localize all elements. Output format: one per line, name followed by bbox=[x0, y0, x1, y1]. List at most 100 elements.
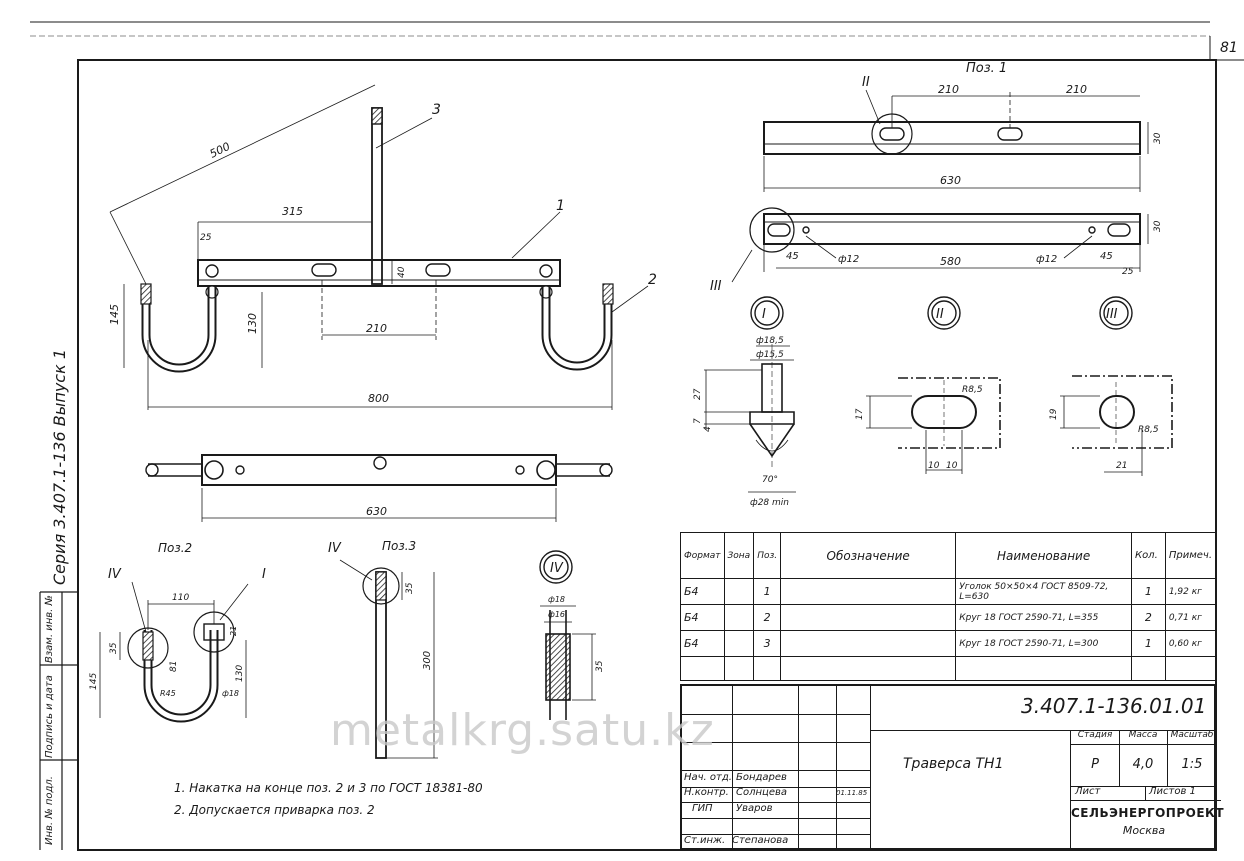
poz2-view bbox=[99, 581, 249, 723]
detIV-dim-18: ф18 bbox=[548, 595, 565, 604]
detII-r85: R8,5 bbox=[962, 385, 983, 395]
spec-header-note: Примеч. bbox=[1164, 532, 1217, 579]
sheet-frame bbox=[30, 21, 1244, 851]
mass-value: 4,0 bbox=[1119, 744, 1168, 787]
dim-40: 40 bbox=[397, 266, 407, 278]
poz1-dim-45a: 45 bbox=[786, 251, 799, 262]
row-pos: 3 bbox=[753, 630, 782, 657]
row-format: Б4 bbox=[680, 578, 725, 605]
row-pos: 1 bbox=[753, 578, 782, 605]
detII-dim-17: 17 bbox=[855, 408, 865, 420]
dim-130: 130 bbox=[246, 313, 259, 334]
side-stamp-2: Подпись и дата bbox=[44, 675, 55, 758]
row-name: Круг 18 ГОСТ 2590-71, L=355 bbox=[955, 604, 1132, 631]
side-stamp-3: Взам. инв. № bbox=[44, 595, 55, 663]
poz3-view bbox=[339, 559, 438, 759]
series-label: Серия 3.407.1-136 Выпуск 1 bbox=[50, 348, 69, 585]
page-number: 81 bbox=[1220, 40, 1238, 56]
detIV-dim-35: 35 bbox=[595, 660, 605, 672]
role: Н.контр. bbox=[684, 787, 729, 798]
row-qty: 2 bbox=[1130, 604, 1166, 631]
detail-IV bbox=[540, 605, 596, 720]
detI-dim-155: ф15,5 bbox=[756, 350, 784, 360]
poz1-dim-12b: ф12 bbox=[1036, 254, 1057, 265]
poz2-dim-110: 110 bbox=[172, 593, 189, 603]
table-row: Б4 1 Уголок 50×50×4 ГОСТ 8509-72, L=630 … bbox=[680, 578, 1217, 605]
spec-header-format: Формат bbox=[680, 532, 725, 579]
dim-500: 500 bbox=[208, 140, 233, 161]
table-row: ГИП Уваров bbox=[682, 802, 870, 819]
title-block: 3.407.1-136.01.01 Траверса ТН1 Стадия Ма… bbox=[680, 684, 1224, 850]
poz2-roman-IV: IV bbox=[108, 567, 122, 582]
roman-IV: IV bbox=[550, 561, 564, 576]
watermark: metalkrg.satu.kz bbox=[330, 705, 715, 756]
poz2-dim-81: 81 bbox=[169, 661, 179, 672]
spec-header-designation: Обозначение bbox=[780, 532, 957, 579]
spec-header-zone: Зона bbox=[723, 532, 755, 579]
person: Уваров bbox=[736, 803, 773, 814]
side-stamp-1: Инв. № подл. bbox=[44, 776, 55, 845]
scale-label: Масштаб bbox=[1167, 730, 1217, 745]
table-row: Ст.инж. Степанова bbox=[682, 834, 870, 850]
specification-table: Формат Зона Поз. Обозначение Наименовани… bbox=[680, 532, 1217, 681]
detail-II bbox=[866, 377, 1001, 474]
callout-1: 1 bbox=[556, 198, 565, 214]
spec-header-name: Наименование bbox=[955, 532, 1132, 579]
drawing-labels: 81 500 315 25 40 145 130 210 800 630 3 1… bbox=[89, 40, 1238, 817]
callout-3: 3 bbox=[432, 102, 441, 118]
row-pos: 2 bbox=[753, 604, 782, 631]
poz1-dim-210b: 210 bbox=[1066, 83, 1087, 96]
dim-800: 800 bbox=[368, 392, 389, 405]
detIV-dim-16: ф16 bbox=[548, 610, 565, 619]
row-format: Б4 bbox=[680, 630, 725, 657]
assembly-front-view bbox=[109, 84, 649, 410]
row-note: 0,60 кг bbox=[1164, 630, 1217, 657]
angle-bar bbox=[197, 259, 561, 287]
role: ГИП bbox=[692, 803, 713, 814]
row-qty: 1 bbox=[1130, 630, 1166, 657]
poz1-dim-210a: 210 bbox=[938, 83, 959, 96]
signature-grid: Нач. отд. Бондарев Н.контр. Солнцева 01.… bbox=[682, 770, 870, 850]
poz1-dim-45b: 45 bbox=[1100, 251, 1113, 262]
poz1-dim-630: 630 bbox=[940, 174, 961, 187]
dim-145: 145 bbox=[108, 304, 121, 325]
poz2-dim-35: 35 bbox=[109, 642, 119, 654]
poz1-dim-30b: 30 bbox=[1153, 220, 1163, 232]
row-name: Круг 18 ГОСТ 2590-71, L=300 bbox=[955, 630, 1132, 657]
dim-630: 630 bbox=[366, 505, 387, 518]
table-row bbox=[682, 818, 870, 835]
slot-hole bbox=[311, 263, 337, 277]
scale-value: 1:5 bbox=[1167, 744, 1217, 787]
detII-dim-10a: 10 bbox=[928, 461, 940, 471]
sheet-label: Лист bbox=[1071, 786, 1146, 801]
detII-dim-10b: 10 bbox=[946, 461, 958, 471]
detI-dim-185: ф18,5 bbox=[756, 336, 784, 346]
stage-value: Р bbox=[1071, 744, 1120, 787]
roman-III-callout: III bbox=[710, 279, 722, 294]
row-designation bbox=[780, 630, 957, 657]
poz2-dim-130: 130 bbox=[235, 665, 245, 682]
poz3-title: Поз.3 bbox=[382, 539, 416, 553]
dim-315: 315 bbox=[282, 205, 303, 218]
detail-markers bbox=[539, 296, 1133, 584]
table-row: Б4 2 Круг 18 ГОСТ 2590-71, L=355 2 0,71 … bbox=[680, 604, 1217, 631]
detIII-dim-19: 19 bbox=[1049, 408, 1059, 420]
detIII-r85: R8,5 bbox=[1138, 425, 1159, 435]
detIII-dim-21: 21 bbox=[1116, 461, 1127, 471]
poz3-dim-35: 35 bbox=[405, 582, 415, 594]
poz1-dim-12a: ф12 bbox=[838, 254, 859, 265]
role: Нач. отд. bbox=[684, 772, 732, 783]
row-zone bbox=[723, 604, 755, 631]
poz1-dim-25: 25 bbox=[1122, 267, 1134, 277]
roman-II: II bbox=[936, 307, 944, 322]
poz1-title: Поз. 1 bbox=[966, 61, 1007, 76]
detail-III bbox=[1060, 375, 1173, 476]
table-row: Б4 3 Круг 18 ГОСТ 2590-71, L=300 1 0,60 … bbox=[680, 630, 1217, 657]
spec-header-pos: Поз. bbox=[753, 532, 782, 579]
callout-2: 2 bbox=[648, 272, 657, 288]
slot-hole bbox=[425, 263, 451, 277]
row-note: 1,92 кг bbox=[1164, 578, 1217, 605]
table-row: Нач. отд. Бондарев bbox=[682, 770, 870, 788]
poz1-dim-580: 580 bbox=[940, 255, 961, 268]
